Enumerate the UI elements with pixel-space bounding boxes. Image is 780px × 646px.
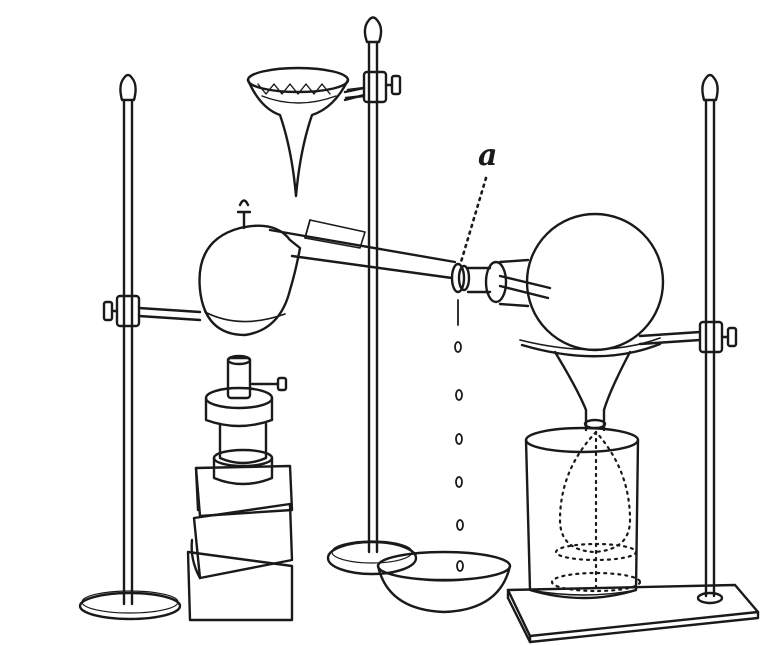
evaporating-dish	[376, 550, 512, 614]
retort	[198, 199, 457, 337]
stacked-blocks	[186, 464, 294, 622]
label-a-leader	[459, 176, 488, 264]
condenser-tube	[450, 258, 552, 308]
left-retort-stand	[78, 73, 202, 621]
filter-funnel	[246, 66, 366, 198]
right-retort-stand	[506, 73, 760, 644]
receiver-flask	[519, 212, 665, 358]
lamp-burner	[204, 354, 288, 486]
label-a: a	[478, 138, 498, 173]
center-retort-stand	[326, 16, 418, 576]
falling-drops	[454, 299, 464, 572]
beaker-with-funnel	[524, 350, 642, 600]
